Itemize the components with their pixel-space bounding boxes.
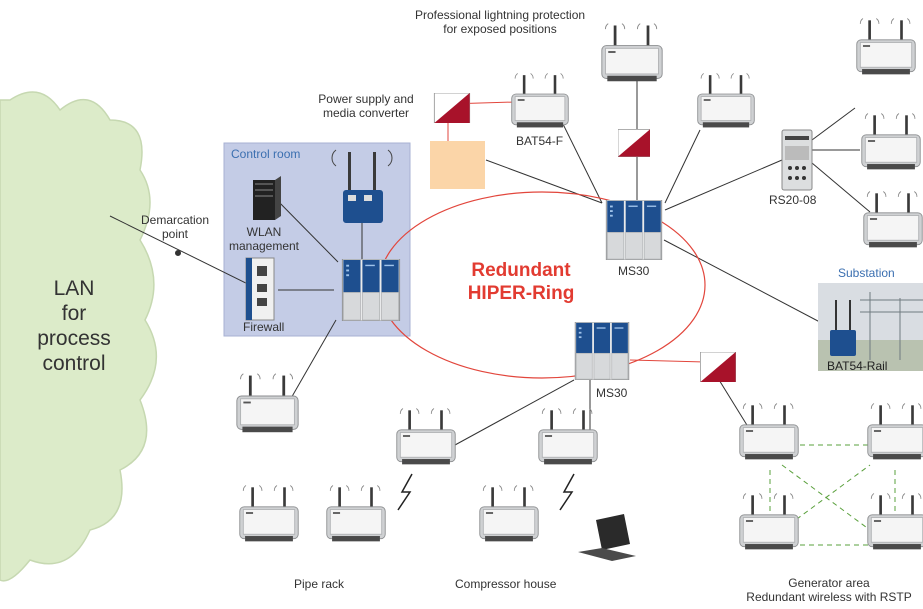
access-point-right-1 — [856, 18, 916, 75]
firewall-label: Firewall — [243, 320, 285, 334]
lightning-protection-label: Professional lightning protection for ex… — [414, 8, 586, 36]
access-point-upper — [697, 72, 755, 128]
access-point-pipe-3 — [326, 485, 386, 542]
access-point-right-2 — [861, 113, 921, 170]
ms30-top-label: MS30 — [618, 264, 650, 278]
control-room-ap — [331, 149, 393, 223]
access-point-gen-2 — [867, 403, 923, 460]
access-point-gen-1 — [739, 403, 799, 460]
compressor-house-label: Compressor house — [455, 577, 557, 591]
access-point-right-3 — [863, 191, 923, 248]
pipe-rack-label: Pipe rack — [294, 577, 345, 591]
power-supply-box — [430, 141, 485, 189]
bat54f-label: BAT54-F — [516, 134, 564, 148]
power-supply-label: Power supply and media converter — [318, 92, 414, 120]
wlan-server — [253, 176, 281, 220]
ms30-switch-top — [605, 200, 663, 260]
rs2008-label: RS20-08 — [769, 193, 817, 207]
access-point-left — [236, 373, 299, 433]
lan-cloud — [0, 91, 157, 582]
laptop-icon — [578, 514, 636, 561]
firewall-device — [245, 257, 275, 321]
access-point-pipe-2 — [239, 485, 299, 542]
substation-label: Substation — [838, 266, 895, 280]
rs20-switch — [781, 129, 813, 191]
access-point-compressor-2 — [479, 485, 539, 542]
access-point-gen-3 — [739, 493, 799, 550]
surge-protector-icon — [618, 128, 650, 158]
access-point-compressor-1 — [538, 408, 598, 465]
access-point-bat54f — [511, 73, 569, 128]
control-room-title: Control room — [231, 147, 301, 161]
ring-label: Redundant HIPER-Ring — [467, 260, 575, 304]
generator-area-label: Generator area Redundant wireless with R… — [746, 576, 912, 604]
surge-protector-icon — [700, 352, 736, 382]
access-point-pipe-1 — [396, 408, 456, 465]
wireless-bolt-icons — [397, 473, 575, 511]
demarcation-label: Demarcation point — [140, 213, 210, 241]
wlan-management-label: WLAN management — [228, 225, 300, 253]
bat54rail-label: BAT54-Rail — [827, 359, 888, 373]
access-point-top — [601, 23, 663, 82]
ms30-switch-bottom — [574, 322, 630, 380]
ms30-bottom-label: MS30 — [596, 386, 628, 400]
surge-protector-icon — [433, 93, 471, 123]
substation-photo — [818, 283, 923, 371]
ms30-switch-control — [341, 259, 401, 321]
lan-cloud-label: LAN for process control — [37, 277, 111, 375]
